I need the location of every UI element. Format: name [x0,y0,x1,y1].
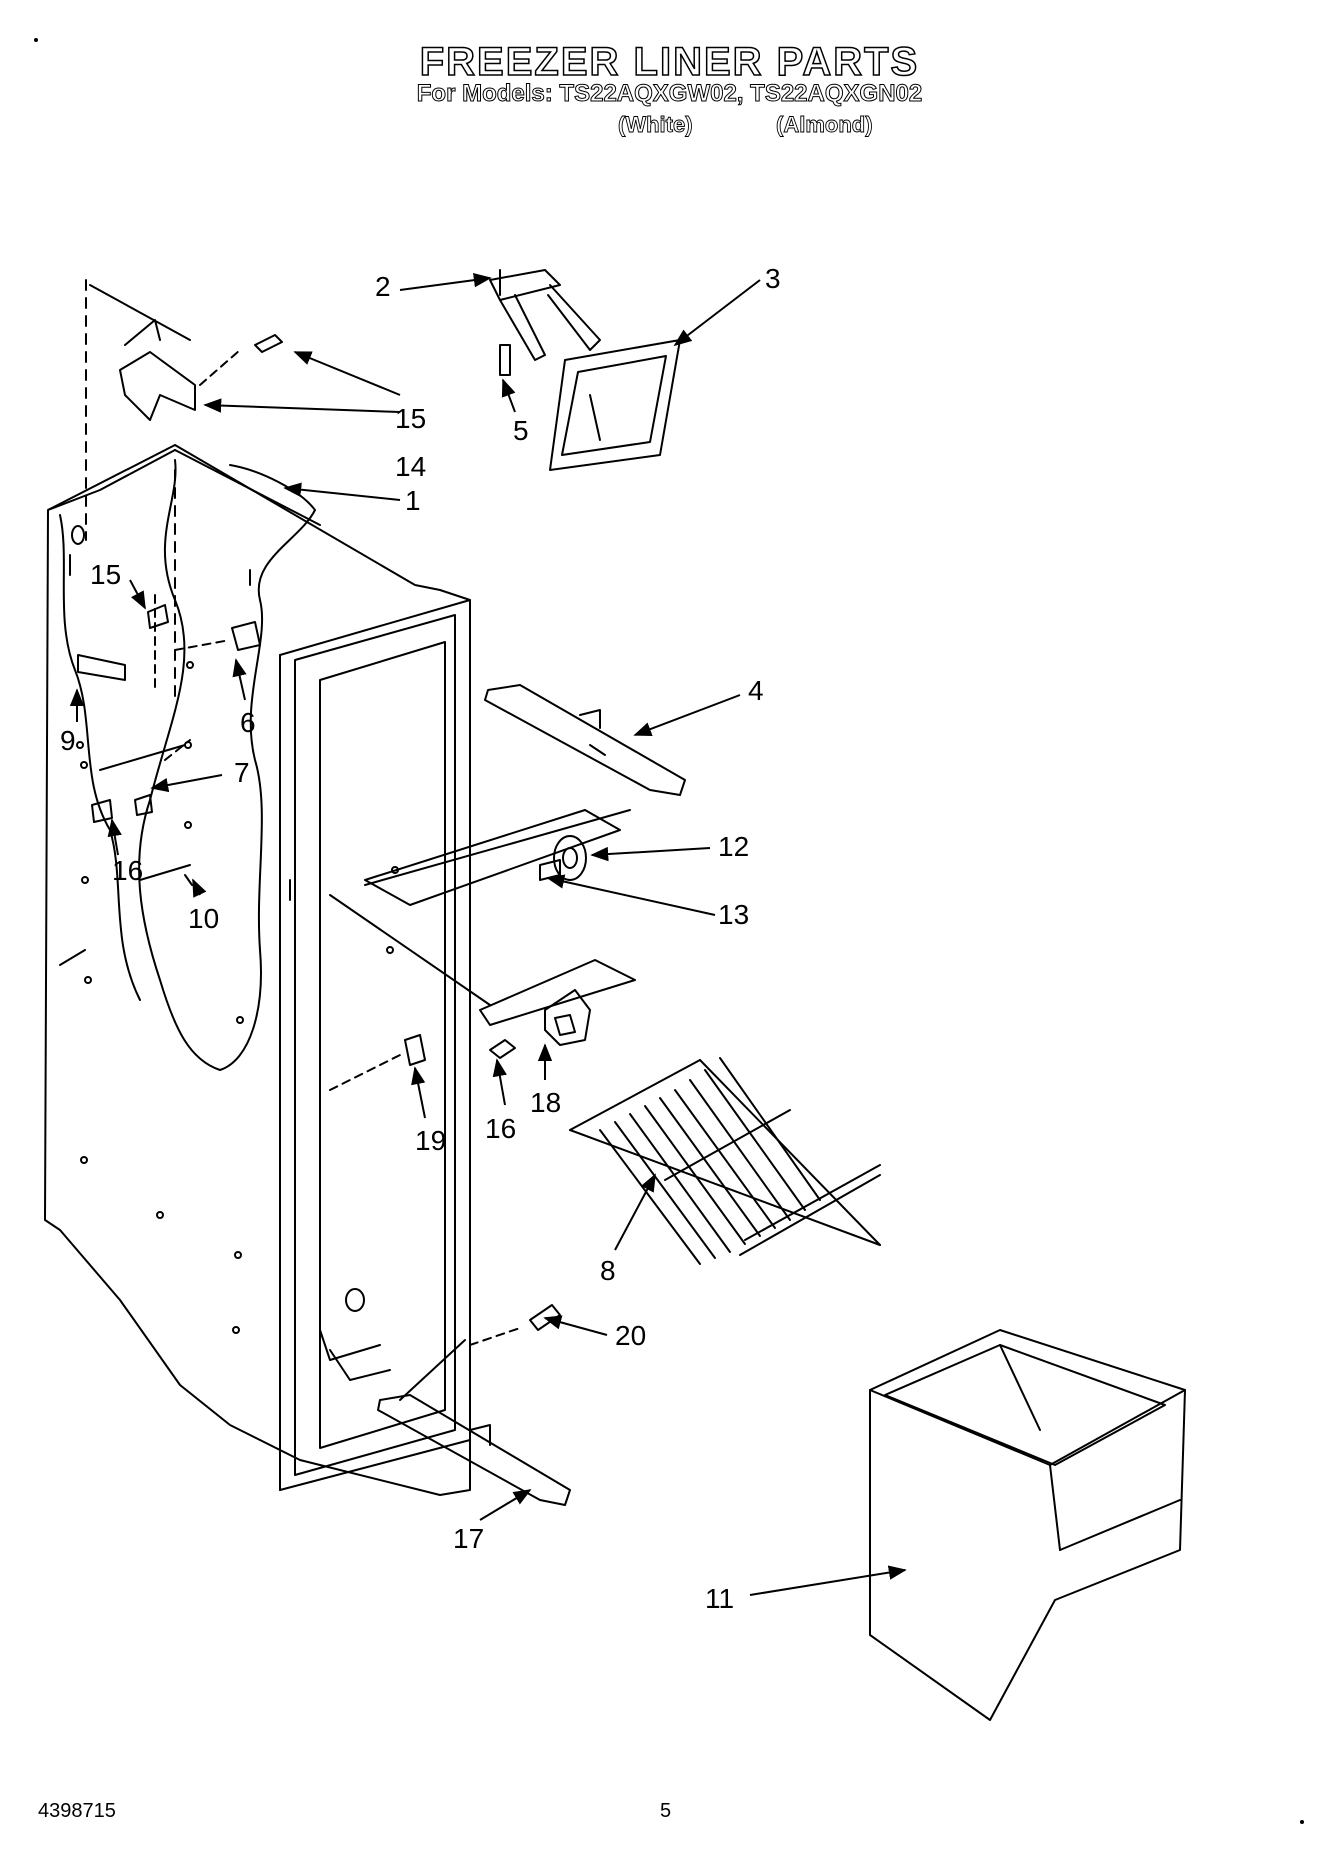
callout-12: 12 [718,831,749,862]
page-title: FREEZER LINER PARTS [419,39,920,85]
cover-bracket [489,269,681,471]
callout-18: 18 [530,1087,561,1118]
shelf-support [489,989,591,1059]
callout-4: 4 [748,675,764,706]
page-number: 5 [660,1800,672,1822]
callout-15: 15 [395,403,426,434]
callout-16: 16 [485,1113,516,1144]
liner-clip [329,1034,426,1091]
callout-15: 15 [90,559,121,590]
models-line: For Models: TS22AQXGW02, TS22AQXGN02 [416,80,923,108]
callout-10: 10 [188,903,219,934]
document-number: 4398715 [38,1800,116,1822]
callout-16: 16 [112,855,143,886]
corner-dot [1300,1820,1304,1824]
leader-arrows [69,273,907,1596]
small-hardware [59,569,261,966]
callout-14: 14 [395,451,426,482]
lower-rail [377,1339,571,1506]
finish-almond: (Almond) [776,112,873,138]
callout-8: 8 [600,1255,616,1286]
corner-dot [34,38,38,42]
callout-1: 1 [405,485,421,516]
callout-19: 19 [415,1125,446,1156]
shelf-mount-plate-lower [386,946,636,1026]
callout-5: 5 [513,415,529,446]
shelf-cam [539,835,587,881]
callout-9: 9 [60,725,76,756]
screw-20 [469,1304,561,1346]
upper-rail [484,684,686,796]
callout-17: 17 [453,1523,484,1554]
callout-6: 6 [240,707,256,738]
callout-20: 20 [615,1320,646,1351]
top-bracket [89,284,283,421]
wire-shelf [569,1057,881,1265]
finish-white: (White) [618,112,693,138]
callout-7: 7 [234,757,250,788]
shelf-mount-plate-upper [364,809,621,906]
freezer-liner [44,279,631,1496]
callout-11: 11 [705,1583,734,1614]
callout-3: 3 [765,263,781,294]
freezer-bin [869,1329,1186,1721]
callout-2: 2 [375,271,391,302]
callout-13: 13 [718,899,749,930]
